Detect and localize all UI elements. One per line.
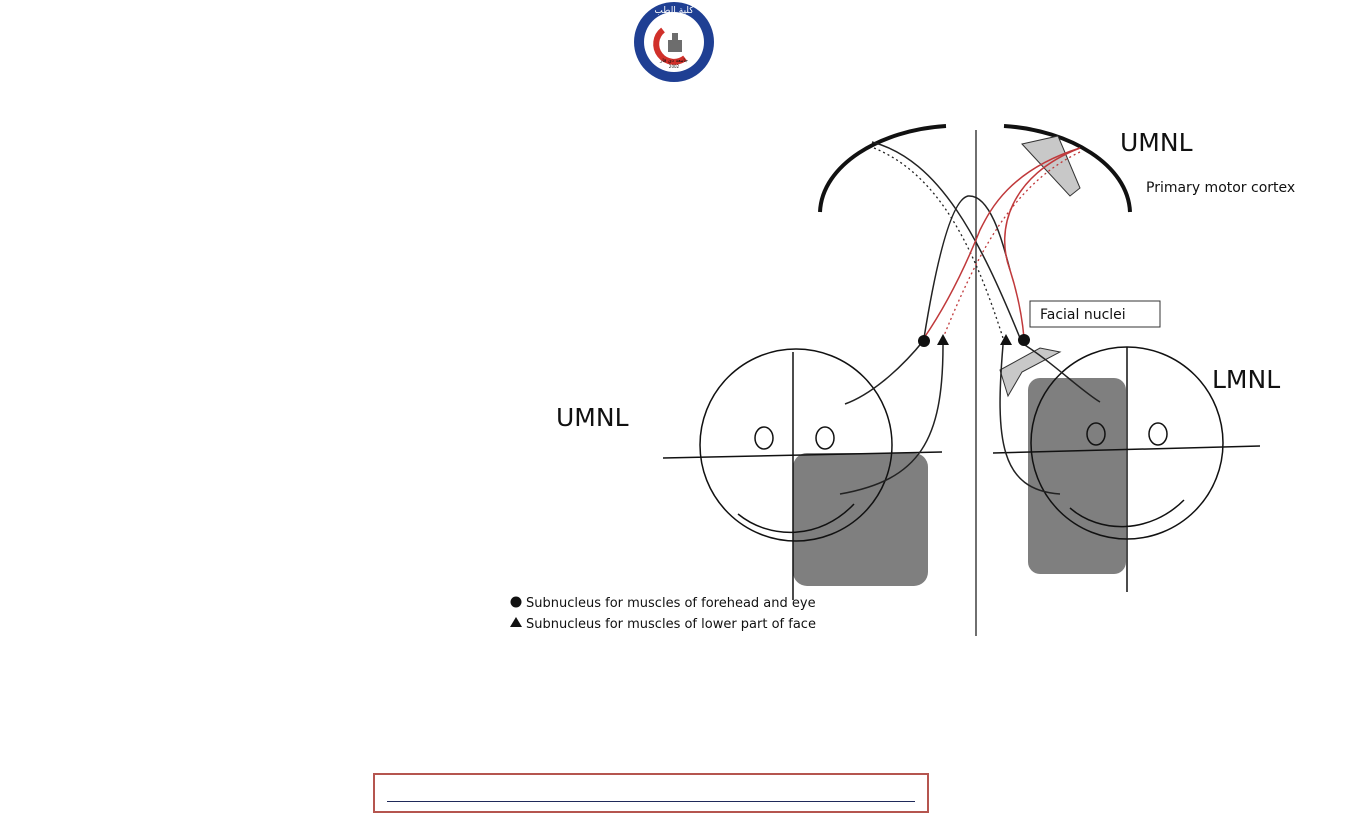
right-face-paralysis-shade — [1028, 378, 1126, 574]
label-umnl-left: UMNL — [556, 403, 629, 432]
right-lower-subnucleus — [1000, 334, 1012, 345]
legend-item-circle: Subnucleus for muscles of forehead and e… — [526, 596, 816, 611]
label-umnl-top: UMNL — [1120, 128, 1193, 157]
legend-item-triangle: Subnucleus for muscles of lower part of … — [526, 617, 816, 632]
cortex-arc-left — [820, 126, 946, 212]
left-lower-subnucleus — [937, 334, 949, 345]
legend-triangle-icon — [510, 617, 522, 627]
label-facial-nuclei: Facial nuclei — [1040, 307, 1126, 323]
left-face-paralysis-shade — [793, 453, 928, 586]
footer-box — [373, 773, 929, 813]
left-upper-subnucleus — [918, 335, 930, 347]
black-dotted-tracts — [874, 148, 1003, 338]
footer-rule — [387, 801, 915, 802]
label-lmnl: LMNL — [1212, 365, 1280, 394]
legend-circle-icon — [511, 597, 522, 608]
right-upper-subnucleus — [1018, 334, 1030, 346]
label-primary-motor-cortex: Primary motor cortex — [1146, 180, 1295, 196]
